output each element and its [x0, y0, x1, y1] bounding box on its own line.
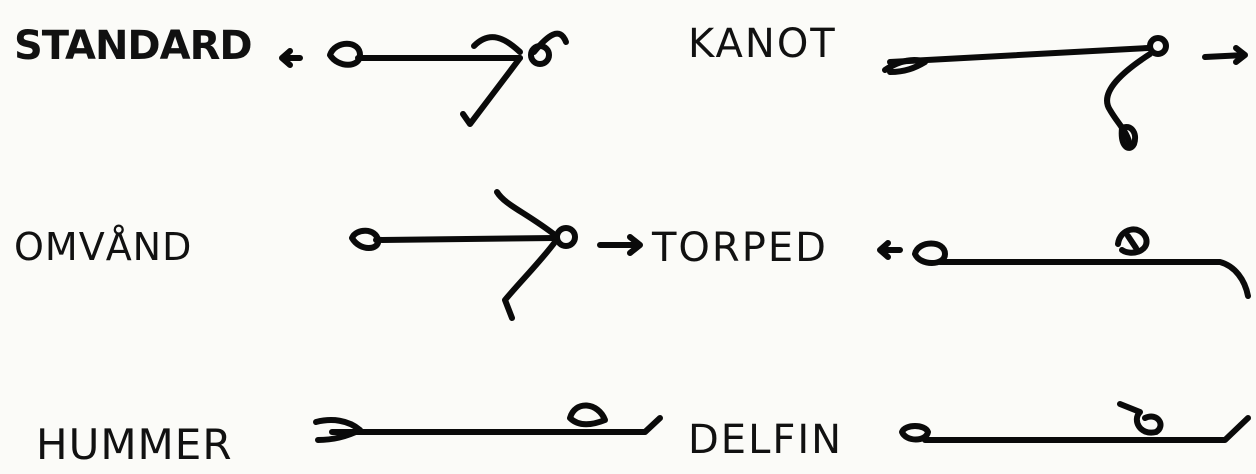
- bait-loop-icon: [912, 240, 948, 266]
- bait-loop-icon: [327, 40, 363, 68]
- barb-lower: [502, 239, 558, 321]
- leader-line: [887, 45, 1151, 65]
- rig-standard: [279, 30, 569, 127]
- barb-upper: [471, 34, 523, 55]
- label-hummer: HUMMER: [36, 420, 233, 469]
- label-standard: STANDARD: [14, 23, 253, 69]
- barb-upper: [494, 189, 558, 238]
- arrow-right-icon: [597, 234, 643, 256]
- arrow-left-icon: [279, 48, 303, 68]
- sinker-icon: [567, 402, 608, 428]
- arrow-left-icon: [877, 240, 903, 260]
- leader-line: [329, 415, 663, 435]
- rig-kanot: [882, 35, 1248, 151]
- hook-eye-icon: [1117, 401, 1164, 436]
- rig-hummer: [313, 402, 663, 443]
- leader-line: [373, 235, 558, 243]
- hook-bend: [531, 30, 569, 55]
- label-omvand: OMVÅND: [14, 225, 193, 269]
- barb-lower: [460, 55, 523, 127]
- label-kanot: KANOT: [688, 21, 837, 67]
- hook-eye-icon: [1115, 226, 1150, 256]
- sinker-icon: [1118, 124, 1138, 151]
- leader-line: [922, 415, 1251, 443]
- bait-loop-icon: [899, 423, 931, 443]
- leader-line: [937, 259, 1251, 299]
- rig-torped: [877, 226, 1251, 299]
- dropper-line: [1104, 51, 1153, 149]
- arrow-right-icon: [1202, 45, 1248, 65]
- hook-eye-icon: [554, 225, 578, 249]
- label-torped: TORPED: [652, 225, 828, 271]
- rig-delfin: [899, 401, 1251, 443]
- hook-eye-icon: [1147, 35, 1169, 57]
- rig-omvand: [349, 189, 643, 321]
- label-delfin: DELFIN: [688, 417, 844, 463]
